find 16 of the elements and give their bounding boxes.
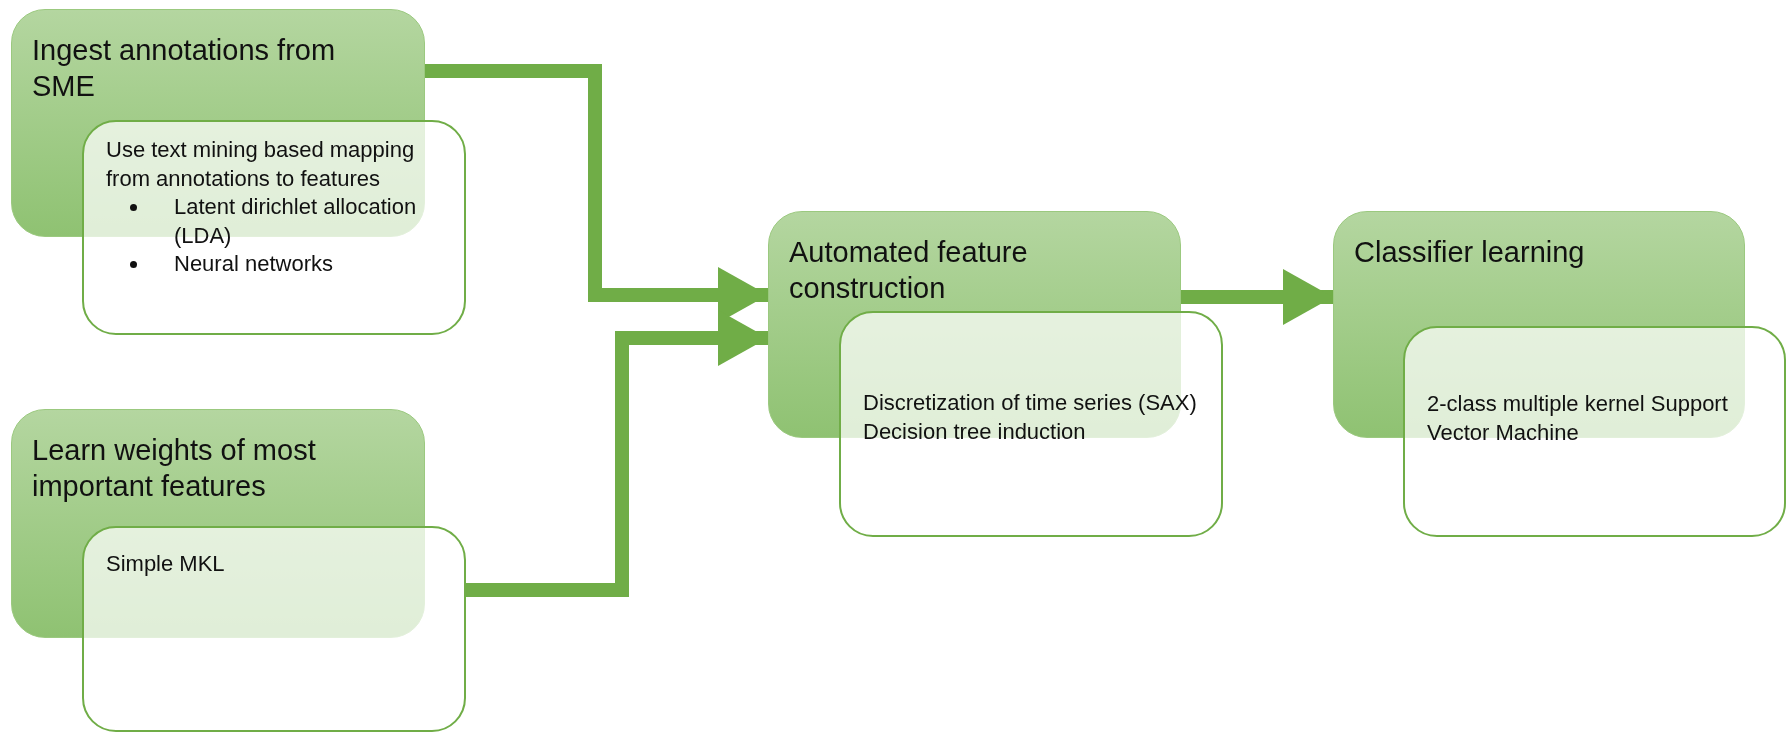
box-heading: Classifier learning xyxy=(1354,235,1586,270)
detail-box xyxy=(1403,326,1786,537)
detail-box xyxy=(82,120,466,335)
bullet-text: Latent dirichlet allocation (LDA) xyxy=(174,194,417,248)
box-text: Use text mining based mapping from annotations to features xyxy=(106,136,416,193)
box-text: Decision tree induction xyxy=(863,417,1087,446)
box-heading: Learn weights of most important features xyxy=(32,433,317,505)
arrow xyxy=(1181,269,1333,325)
box-text: Simple MKL xyxy=(106,550,226,578)
box-heading: Ingest annotations from SME xyxy=(32,33,337,105)
box-text: 2-class multiple kernel Support Vector Machine xyxy=(1427,390,1729,447)
box-text: Discretization of time series (SAX) xyxy=(863,389,1198,417)
box-heading: Automated feature construction xyxy=(789,235,1029,307)
detail-box xyxy=(839,311,1223,537)
bullet-text: Neural networks xyxy=(174,251,333,277)
detail-box xyxy=(82,526,466,732)
